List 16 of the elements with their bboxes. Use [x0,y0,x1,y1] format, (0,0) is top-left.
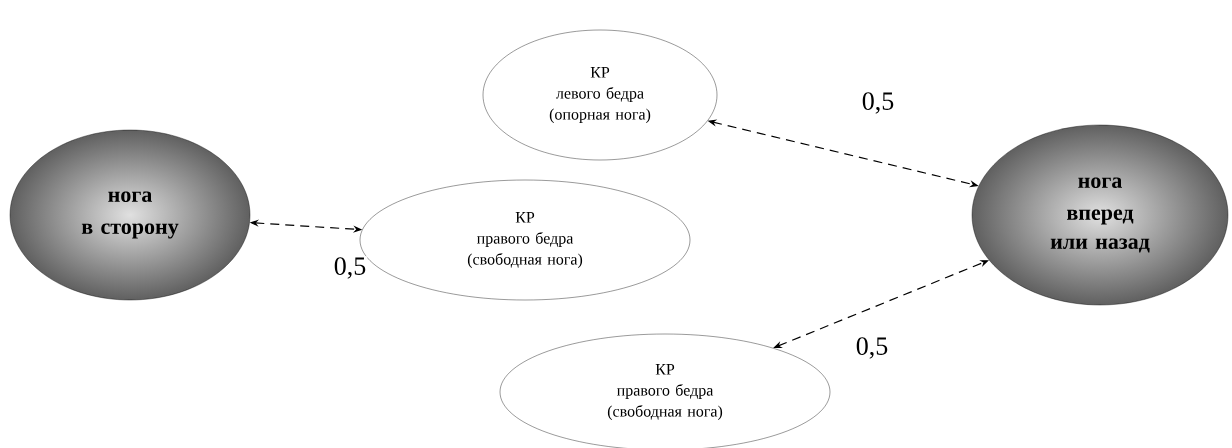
ellipse [482,29,718,161]
node-label: КР [515,212,535,223]
node-label: КР [655,364,675,375]
shaded-ellipse [971,124,1229,306]
node-label: в сторону [81,223,179,239]
node-label: правого бедра (свободная нога) [607,384,723,420]
edge-label: 0,5 [860,91,896,115]
node-label: левого бедра (опорная нога) [549,87,651,123]
node-label: вперед или назад [1050,209,1150,253]
edge-label: 0,5 [854,336,890,360]
node-label: КР [590,67,610,78]
shaded-ellipse [9,129,251,301]
node-label: нога [1078,177,1122,188]
node-label: правого бедра (свободная нога) [467,232,583,268]
node-label: нога [108,191,152,203]
edge-label: 0,5 [332,256,368,280]
